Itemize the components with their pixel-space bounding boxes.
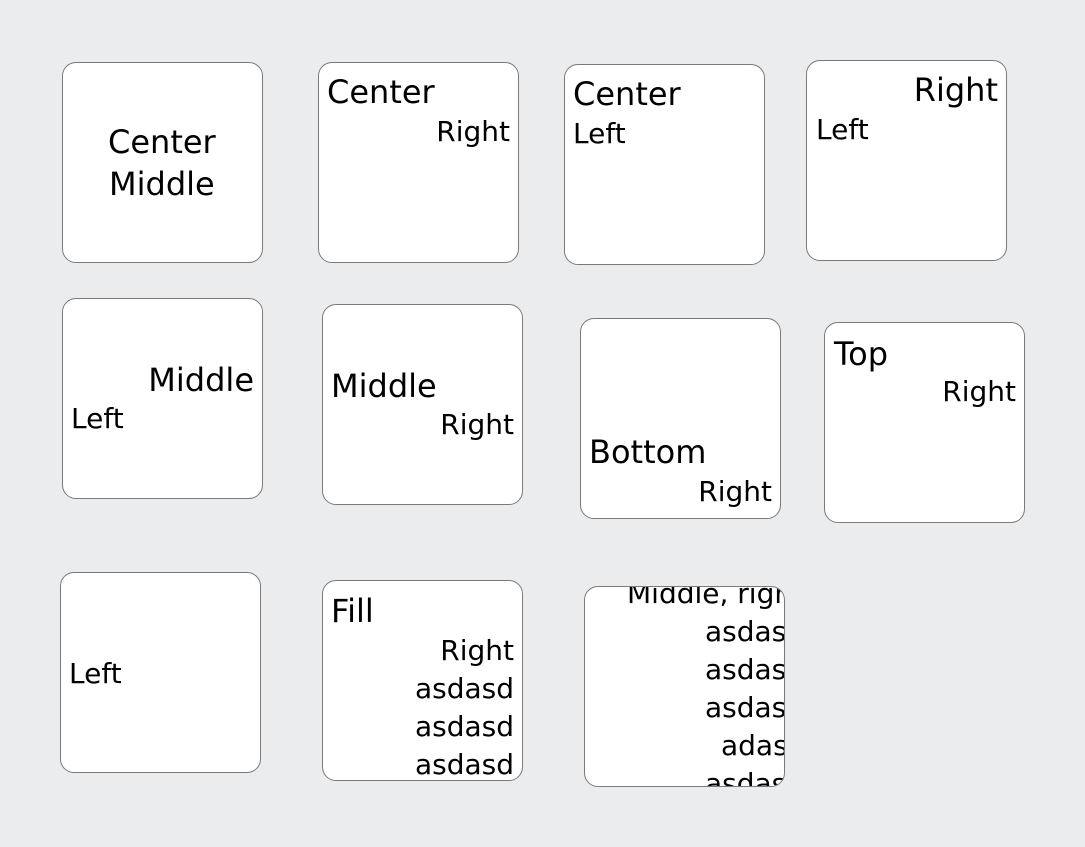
box-label-primary: Middle: [331, 367, 437, 405]
box-label-primary: Left: [69, 657, 122, 690]
layout-box-top-right: Top Right: [824, 322, 1025, 523]
box-label-secondary: Right: [942, 375, 1016, 408]
layout-box-middle-left: Middle Left: [62, 298, 263, 499]
box-label-line: adasd: [721, 729, 784, 762]
box-label-secondary: Right: [436, 115, 510, 148]
box-label-line: asdasd: [414, 672, 514, 705]
box-label-secondary: Left: [573, 117, 626, 150]
layout-box-bottom-right: Bottom Right: [580, 318, 781, 519]
layout-box-left: Left: [60, 572, 261, 773]
box-label-line: asdasd: [705, 653, 785, 686]
box-label-secondary: Middle: [109, 165, 215, 203]
box-label-secondary: Left: [816, 113, 869, 146]
box-label-secondary: Right: [698, 475, 772, 508]
layout-box-center-middle: Center Middle: [62, 62, 263, 263]
layout-box-right-left: Right Left: [806, 60, 1007, 261]
box-label-primary: Center: [573, 75, 681, 113]
box-label-line: Middle, right: [627, 586, 784, 610]
box-label-primary: Bottom: [589, 433, 707, 471]
box-label-secondary: Right: [440, 408, 514, 441]
box-label-line: Right: [440, 634, 514, 667]
box-label-primary: Fill: [331, 592, 374, 630]
layout-box-middle-right: Middle Right: [322, 304, 523, 505]
box-label-line: asdasd: [414, 748, 514, 781]
box-label-line: asdasd: [705, 615, 785, 648]
box-label-primary: Right: [913, 71, 998, 109]
box-label-primary: Top: [834, 335, 888, 373]
box-label-line: asdasd: [705, 767, 785, 787]
box-label-primary: Center: [327, 73, 435, 111]
layout-box-center-right: Center Right: [318, 62, 519, 263]
box-label-secondary: Left: [71, 402, 124, 435]
box-label-primary: Center: [108, 123, 216, 161]
layout-box-center-left: Center Left: [564, 64, 765, 265]
layout-box-middle-right-overflow: Middle, right asdasd asdasd asdasd adasd…: [584, 586, 785, 787]
box-label-line: asdasd: [705, 691, 785, 724]
box-label-line: asdasd: [414, 710, 514, 743]
box-label-primary: Middle: [148, 361, 254, 399]
layout-box-fill-right: Fill Right asdasd asdasd asdasd: [322, 580, 523, 781]
